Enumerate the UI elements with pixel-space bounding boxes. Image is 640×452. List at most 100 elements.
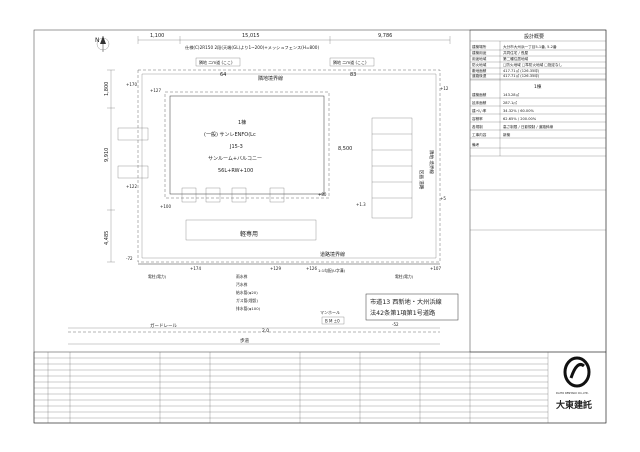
manhole-label: マンホール bbox=[320, 310, 340, 315]
level-markers: +170 +127 +122 +100 +174 +129 +126 +107 … bbox=[126, 82, 449, 327]
building-header: 1棟 bbox=[534, 83, 542, 90]
building-spec-4: 56L+RW+100 bbox=[218, 168, 253, 174]
utility-notes: 電柱(電力) 電柱(電力) 雨水桝 汚水桝 給水管(φ20) ガス管(埋設) 排… bbox=[148, 268, 414, 311]
summary-row-value: 共同住宅 / 長屋 bbox=[503, 50, 528, 55]
guardrail-label: ガードレール bbox=[150, 322, 177, 329]
company-logo: DAITO KENTAKU CO.,LTD. 大東建託 bbox=[556, 356, 592, 411]
building-spec-1: (一般) サンレENFO(Lc bbox=[204, 131, 256, 138]
road-boundary-label: 道路境界線 bbox=[320, 251, 345, 258]
summary-row-key: 用途地域 bbox=[472, 56, 487, 61]
sidewalk-label: 歩道 bbox=[240, 337, 249, 344]
level-marker: -72 bbox=[126, 256, 133, 261]
neighbor-box-left bbox=[195, 57, 241, 67]
level-marker: +122 bbox=[126, 184, 137, 189]
road-setback: 2.0 bbox=[262, 328, 269, 334]
summary-row-key: 延床面積 bbox=[472, 100, 487, 105]
summary-row-value: 高さ制限 / 日影規制 / 道路斜線 bbox=[503, 124, 554, 129]
neighbor-top-right-num: 83 bbox=[350, 72, 356, 78]
neighbor-top-right: 隣地 二m道 (ここ) bbox=[333, 59, 367, 65]
left-outside-box-1 bbox=[117, 127, 149, 141]
level-marker: +127 bbox=[150, 88, 161, 93]
summary-row-key: 建築用途 bbox=[472, 50, 487, 55]
summary-row-value: 新築 bbox=[503, 132, 511, 137]
parking-bays-right bbox=[371, 117, 413, 219]
north-arrow: N bbox=[95, 36, 110, 52]
title-block bbox=[33, 351, 607, 424]
summary-row-key: 備考 bbox=[472, 142, 480, 147]
utility-note: 汚水桝 bbox=[236, 282, 248, 287]
summary-row-key: 各規制 bbox=[472, 124, 483, 129]
summary-row-value: 第二種住居地域 bbox=[503, 56, 529, 61]
level-marker: +1.3 bbox=[356, 202, 366, 207]
level-marker: -52 bbox=[392, 322, 399, 327]
left-outside-box-2 bbox=[117, 165, 149, 179]
site-inner-fence bbox=[141, 73, 437, 259]
level-marker: +100 bbox=[160, 204, 171, 209]
summary-row-value: 417.71㎡ (126.35坪) bbox=[503, 68, 540, 73]
neighbor-top-left-num: 64 bbox=[220, 72, 226, 78]
level-marker: +12 bbox=[440, 86, 449, 91]
utility-note: 電柱(電力) bbox=[148, 274, 167, 279]
summary-row-value: 62.65% / 200.00% bbox=[503, 117, 537, 121]
north-label: N bbox=[95, 37, 100, 44]
dim-left-2: 9,910 bbox=[104, 148, 110, 162]
summary-row-key: 工事内容 bbox=[472, 132, 487, 137]
summary-row-value: 大分市大州浜一丁目5-1番, 5-2番 bbox=[503, 44, 557, 49]
dim-top-3: 9,786 bbox=[378, 33, 392, 39]
level-marker: +80 bbox=[318, 192, 327, 197]
summary-row-key: 敷地面積 bbox=[472, 68, 487, 73]
utility-note: 雨水桝 bbox=[236, 274, 248, 279]
summary-row-key: 建築面積 bbox=[472, 92, 487, 97]
utility-note: ガス管(埋設) bbox=[236, 298, 258, 303]
logo-small: DAITO KENTAKU CO.,LTD. bbox=[556, 391, 589, 395]
summary-row-key: 建築場所 bbox=[472, 44, 487, 49]
neighbor-top-left: 隣地 二m道 (ここ) bbox=[199, 59, 233, 65]
summary-row-value: 287.1㎡ bbox=[503, 100, 517, 105]
right-side-road: 区画 道路 bbox=[418, 170, 425, 190]
building-eaves bbox=[164, 91, 330, 199]
dim-left-3: 4,485 bbox=[104, 231, 110, 245]
utility-note: 給水管(φ20) bbox=[236, 290, 258, 295]
level-marker: +129 bbox=[270, 266, 281, 271]
utility-note: 排水管(φ100) bbox=[236, 306, 261, 311]
neighbor-top-mid: 隣地境界線 bbox=[258, 75, 283, 82]
right-side-vertical: 隣地 境界線 bbox=[428, 150, 435, 174]
summary-row-key: 容積率 bbox=[472, 116, 483, 121]
level-marker: +5 bbox=[440, 196, 446, 201]
building-title: 1棟 bbox=[238, 119, 246, 126]
parking-area bbox=[185, 219, 317, 241]
building-spec-2: J15-3 bbox=[229, 144, 243, 150]
manhole-value-box bbox=[321, 316, 345, 325]
dim-top-1: 1,100 bbox=[150, 33, 164, 39]
level-marker: +170 bbox=[126, 82, 137, 87]
neighbor-box-right bbox=[329, 57, 375, 67]
building-text: 1棟 (一般) サンレENFO(Lc J15-3 サンルーム+バルコニー 56L… bbox=[204, 119, 262, 174]
utility-note: 1:1勾配(U字溝) bbox=[318, 268, 346, 273]
left-dimensions: 1,800 9,910 4,485 bbox=[104, 69, 115, 263]
building-unit-boxes bbox=[181, 187, 285, 203]
summary-row-key: 防火地域 bbox=[472, 62, 487, 67]
summary-row-value: 417.71㎡ (126.35坪) bbox=[503, 73, 540, 78]
dim-left-1: 1,800 bbox=[104, 82, 110, 96]
level-marker: +126 bbox=[306, 266, 317, 271]
summary-row-key: 道路後退 bbox=[472, 73, 487, 78]
dim-right-inner: 8,500 bbox=[338, 146, 352, 152]
manhole-value: B M ±0 bbox=[325, 319, 340, 324]
summary-row-value: 143.28㎡ bbox=[503, 92, 520, 97]
summary-row-value: □防火地域 □準防火地域 □指定なし bbox=[503, 62, 563, 67]
road-name-2: 法42条第1項第1号道路 bbox=[370, 309, 436, 317]
utility-note: 電柱(電力) bbox=[395, 274, 414, 279]
site-note-top: 仕様(C)2R150 2段(天端(GL)より1~200)+メッシュフェンス(H=… bbox=[185, 44, 319, 51]
building-spec-3: サンルーム+バルコニー bbox=[208, 156, 262, 162]
dim-top-2: 15,015 bbox=[242, 33, 260, 39]
summary-title: 設計概要 bbox=[524, 33, 544, 40]
summary-row-value: 34.32% / 60.00% bbox=[503, 109, 534, 113]
summary-row-key: 建ぺい率 bbox=[472, 108, 487, 113]
level-marker: +107 bbox=[430, 266, 441, 271]
road-name-box bbox=[365, 293, 459, 321]
level-marker: +174 bbox=[190, 266, 201, 271]
logo-caption: 大東建託 bbox=[556, 399, 592, 411]
top-dimensions: 1,100 15,015 9,786 bbox=[137, 33, 451, 44]
